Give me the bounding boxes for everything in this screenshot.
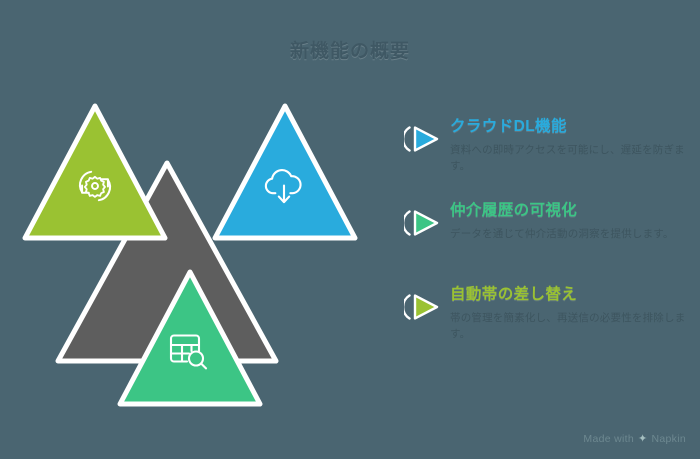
triangle-top-right-shape (212, 103, 358, 241)
watermark-prefix: Made with (583, 433, 634, 445)
feature-body: 資料への即時アクセスを可能にし、遅延を防ぎます。 (450, 144, 685, 173)
feature-body: 帯の管理を簡素化し、再送信の必要性を排除します。 (450, 312, 686, 341)
feature-heading: 自動帯の差し替え (450, 286, 578, 303)
feature-heading: クラウドDL機能 (450, 118, 567, 135)
triangle-bottom-shape (117, 269, 263, 407)
play-triangle-icon (404, 292, 442, 322)
feature-item[interactable]: 自動帯の差し替え 帯の管理を簡素化し、再送信の必要性を排除します。 (404, 286, 690, 348)
play-triangle-icon (404, 208, 442, 238)
triangle-top-left-shape (22, 103, 168, 241)
triangle-top-right[interactable] (210, 101, 360, 243)
napkin-logo-icon: ✦ (637, 432, 648, 445)
triangle-diagram (20, 95, 370, 407)
triangle-top-left[interactable] (20, 101, 170, 243)
watermark-brand: Napkin (651, 433, 686, 445)
feature-item[interactable]: 仲介履歴の可視化 データを通じて仲介活動の洞察を提供します。 (404, 202, 690, 264)
triangle-bottom[interactable] (115, 267, 265, 409)
page-title: 新機能の概要 (289, 41, 410, 62)
feature-list: クラウドDL機能 資料への即時アクセスを可能にし、遅延を防ぎます。 仲介履歴の可… (404, 118, 690, 370)
feature-item[interactable]: クラウドDL機能 資料への即時アクセスを可能にし、遅延を防ぎます。 (404, 118, 690, 180)
feature-heading: 仲介履歴の可視化 (450, 202, 578, 219)
play-triangle-icon (404, 124, 442, 154)
feature-body: データを通じて仲介活動の洞察を提供します。 (450, 228, 674, 241)
watermark: Made with ✦ Napkin (583, 433, 686, 445)
